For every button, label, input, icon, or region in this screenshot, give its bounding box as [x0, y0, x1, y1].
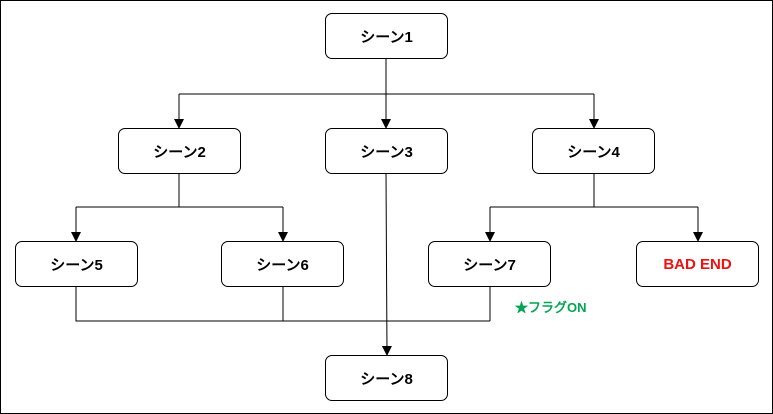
connector-merge-to-scene8: [75, 287, 491, 322]
node-scene2[interactable]: シーン2: [118, 128, 241, 174]
node-scene8[interactable]: シーン8: [325, 355, 448, 401]
connector-scene2-branches: [76, 173, 283, 208]
node-bad-end[interactable]: BAD END: [636, 241, 759, 287]
node-scene6[interactable]: シーン6: [221, 241, 344, 287]
node-scene7[interactable]: シーン7: [428, 241, 551, 287]
node-scene5[interactable]: シーン5: [15, 241, 138, 287]
node-scene4[interactable]: シーン4: [532, 128, 655, 174]
connector-scene4-branches: [490, 173, 698, 208]
node-scene3[interactable]: シーン3: [325, 128, 448, 174]
node-scene1[interactable]: シーン1: [325, 13, 448, 59]
connector-scene1-to-branches: [179, 58, 594, 95]
flag-on-annotation: ★フラグON: [515, 300, 587, 315]
arrow-scene3-to-scene8: [381, 172, 392, 356]
